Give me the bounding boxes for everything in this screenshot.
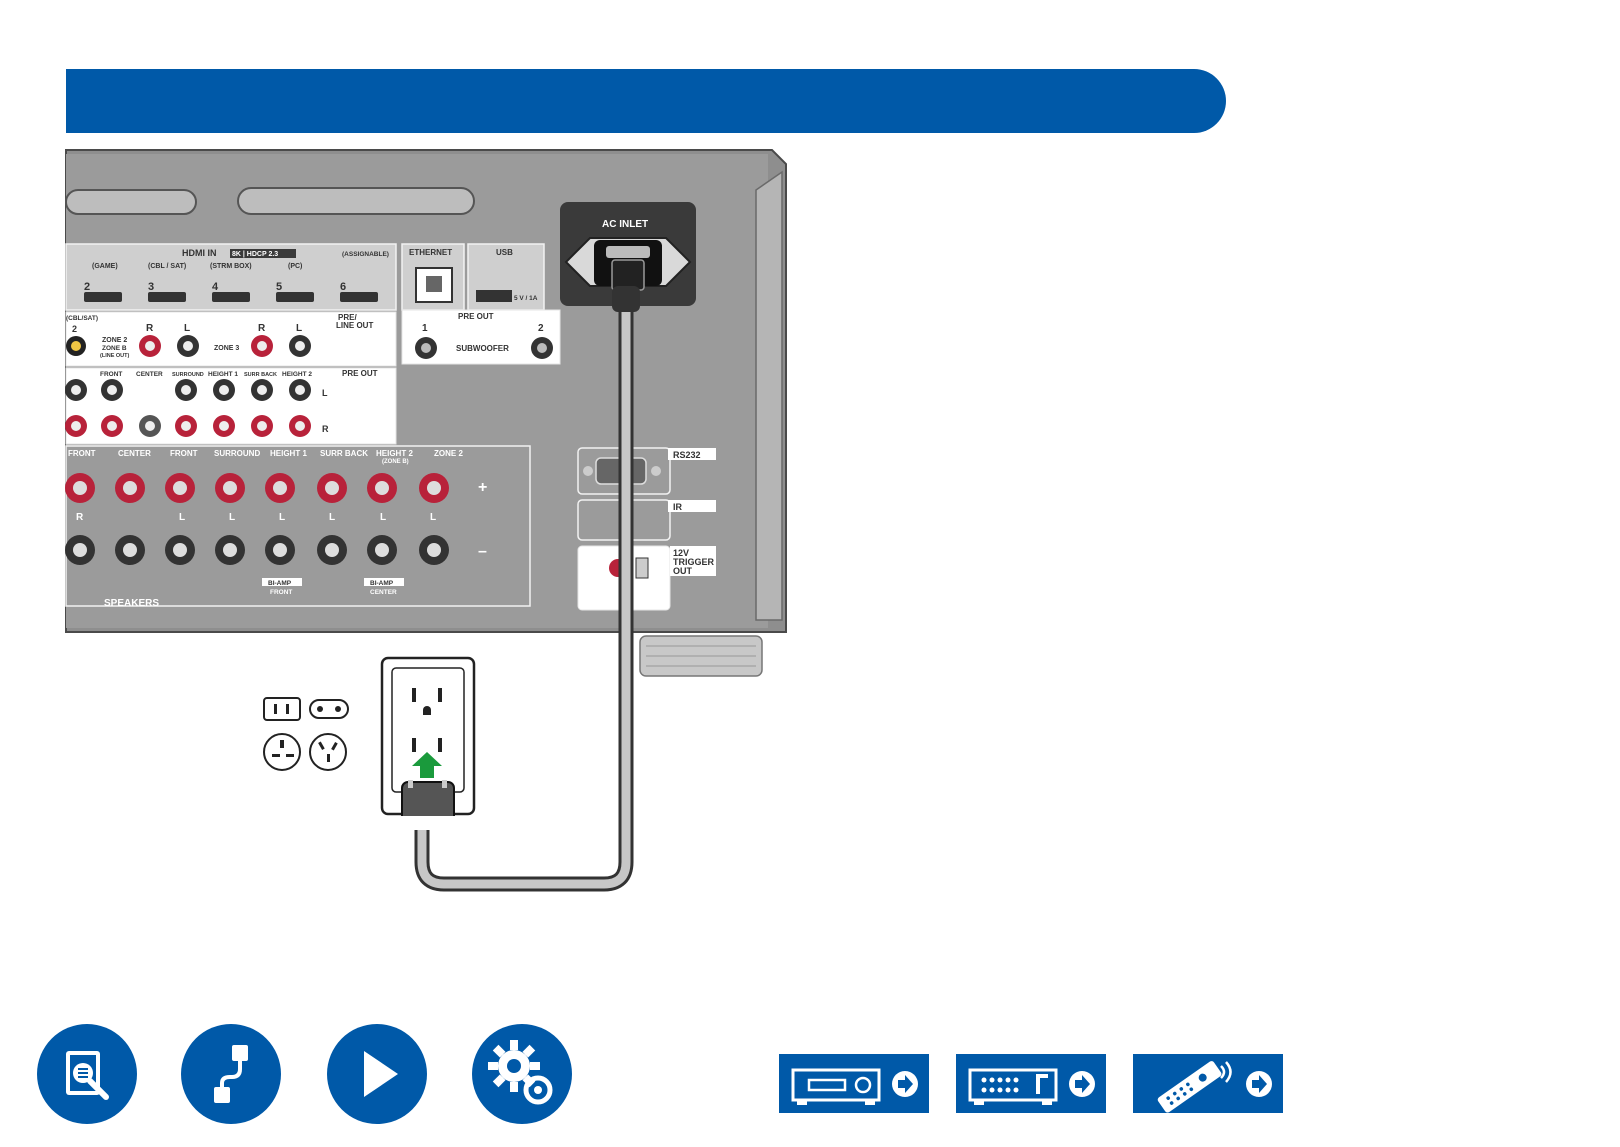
zone3-l-label: L [296,323,302,334]
bi-amp-label-1: BI-AMP [268,580,292,587]
spk-l-label: L [430,512,436,523]
ir-label: IR [673,502,683,512]
pre-out-jacks [65,379,311,437]
hdmi-source-game: (GAME) [92,263,118,270]
pre-out-label: PRE OUT [458,312,494,321]
usb-label: USB [496,248,513,257]
hdmi-in-label: HDMI IN [182,248,217,258]
hdmi-number: 3 [148,281,154,293]
pre-out-ch-height2: HEIGHT 2 [282,371,312,378]
rs232-label: RS232 [673,450,701,460]
speaker-terminals [65,473,449,565]
bi-amp-label-2: BI-AMP [370,580,394,587]
bi-amp-center-label: CENTER [370,589,397,596]
spk-ch-zone2: ZONE 2 [434,449,463,458]
plug-type-i-icon [309,733,347,771]
pre-line-out-label-2: LINE OUT [336,321,373,330]
nav-setup-button[interactable] [472,1024,572,1124]
pre-out-number-2: 2 [538,323,544,334]
spk-zone-b-label: (ZONE B) [382,459,409,465]
hdmi-badge-label: 8K | HDCP 2.3 [232,251,278,258]
subwoofer-label: SUBWOOFER [456,344,509,353]
plug-type-a-icon [263,697,301,721]
usb-rating-label: 5 V / 1A [514,295,538,302]
pre-out-ch-surround: SURROUND [172,372,204,378]
hdmi-source-cbl: (CBL / SAT) [148,263,186,270]
spk-l-label: L [179,512,185,523]
rear-panel-illustration: HDMI IN 8K | HDCP 2.3 (ASSIGNABLE) (GAME… [65,149,787,677]
hdmi-source-strm: (STRM BOX) [210,263,252,270]
hdmi-number: 2 [84,281,90,293]
spk-l-label: L [279,512,285,523]
zone2-number-label: 2 [72,324,77,334]
jump-rear-panel-button[interactable] [956,1054,1106,1113]
zone2-r-label: R [146,323,154,334]
spk-ch-surrback: SURR BACK [320,449,368,458]
spk-ch-surround: SURROUND [214,449,260,458]
zone-b-label: ZONE B [102,345,127,352]
spk-ch-front-r: FRONT [68,449,96,458]
nav-contents-button[interactable] [37,1024,137,1124]
hdmi-ports: 2 3 4 5 6 [84,281,378,302]
trigger-label-3: OUT [673,566,693,576]
line-out-label: (LINE OUT) [100,353,129,359]
contents-icon [66,1051,109,1100]
rear-panel-icon [968,1068,1095,1105]
assignable-label: (ASSIGNABLE) [342,251,389,258]
nav-connections-button[interactable] [181,1024,281,1124]
pre-out-ch-surrback: SURR BACK [244,372,277,378]
insert-arrow-icon [412,752,442,778]
hdmi-number: 4 [212,281,219,293]
cbl-sat-label: (CBL/SAT) [66,315,98,322]
speakers-label: SPEAKERS [104,598,159,609]
plug-type-c-icon [309,699,349,719]
spk-r-label: R [76,512,84,523]
spk-ch-height2: HEIGHT 2 [376,449,413,458]
section-header-bar [66,69,1226,133]
pre-out-r-label: R [322,424,329,434]
plug-types-illustration [263,697,349,771]
zone2-l-label: L [184,323,190,334]
pre-out-channels-label: PRE OUT [342,369,378,378]
pre-out-number-1: 1 [422,323,428,334]
setup-icon [488,1040,553,1105]
pre-out-l-label: L [322,388,328,398]
hdmi-source-pc: (PC) [288,263,302,270]
jump-front-panel-button[interactable] [779,1054,929,1113]
spk-ch-height1: HEIGHT 1 [270,449,307,458]
pre-line-out-label-1: PRE/ [338,313,357,322]
spk-l-label: L [380,512,386,523]
zone3-label: ZONE 3 [214,345,239,352]
spk-l-label: L [229,512,235,523]
pre-out-ch-height1: HEIGHT 1 [208,371,238,378]
remote-icon [1157,1061,1272,1113]
spk-ch-front-l: FRONT [170,449,198,458]
pre-out-ch-center: CENTER [136,371,163,378]
trigger-label-2: TRIGGER [673,557,715,567]
plug-type-g-icon [263,733,301,771]
bi-amp-front-label: FRONT [270,589,292,596]
minus-label: – [478,543,487,560]
connections-icon [214,1045,248,1103]
front-panel-icon [791,1068,918,1105]
pre-out-ch-front: FRONT [100,371,122,378]
hdmi-number: 5 [276,281,282,293]
playback-icon [364,1051,398,1097]
ethernet-label: ETHERNET [409,248,452,257]
wall-outlet-illustration [380,656,476,816]
plus-label: + [478,479,487,496]
spk-ch-center: CENTER [118,449,151,458]
zone2-label: ZONE 2 [102,337,127,344]
jump-remote-button[interactable] [1133,1054,1283,1113]
trigger-label-1: 12V [673,548,689,558]
spk-l-label: L [329,512,335,523]
hdmi-number: 6 [340,281,346,293]
zone3-r-label: R [258,323,266,334]
nav-playback-button[interactable] [327,1024,427,1124]
ac-inlet-label: AC INLET [602,219,648,230]
